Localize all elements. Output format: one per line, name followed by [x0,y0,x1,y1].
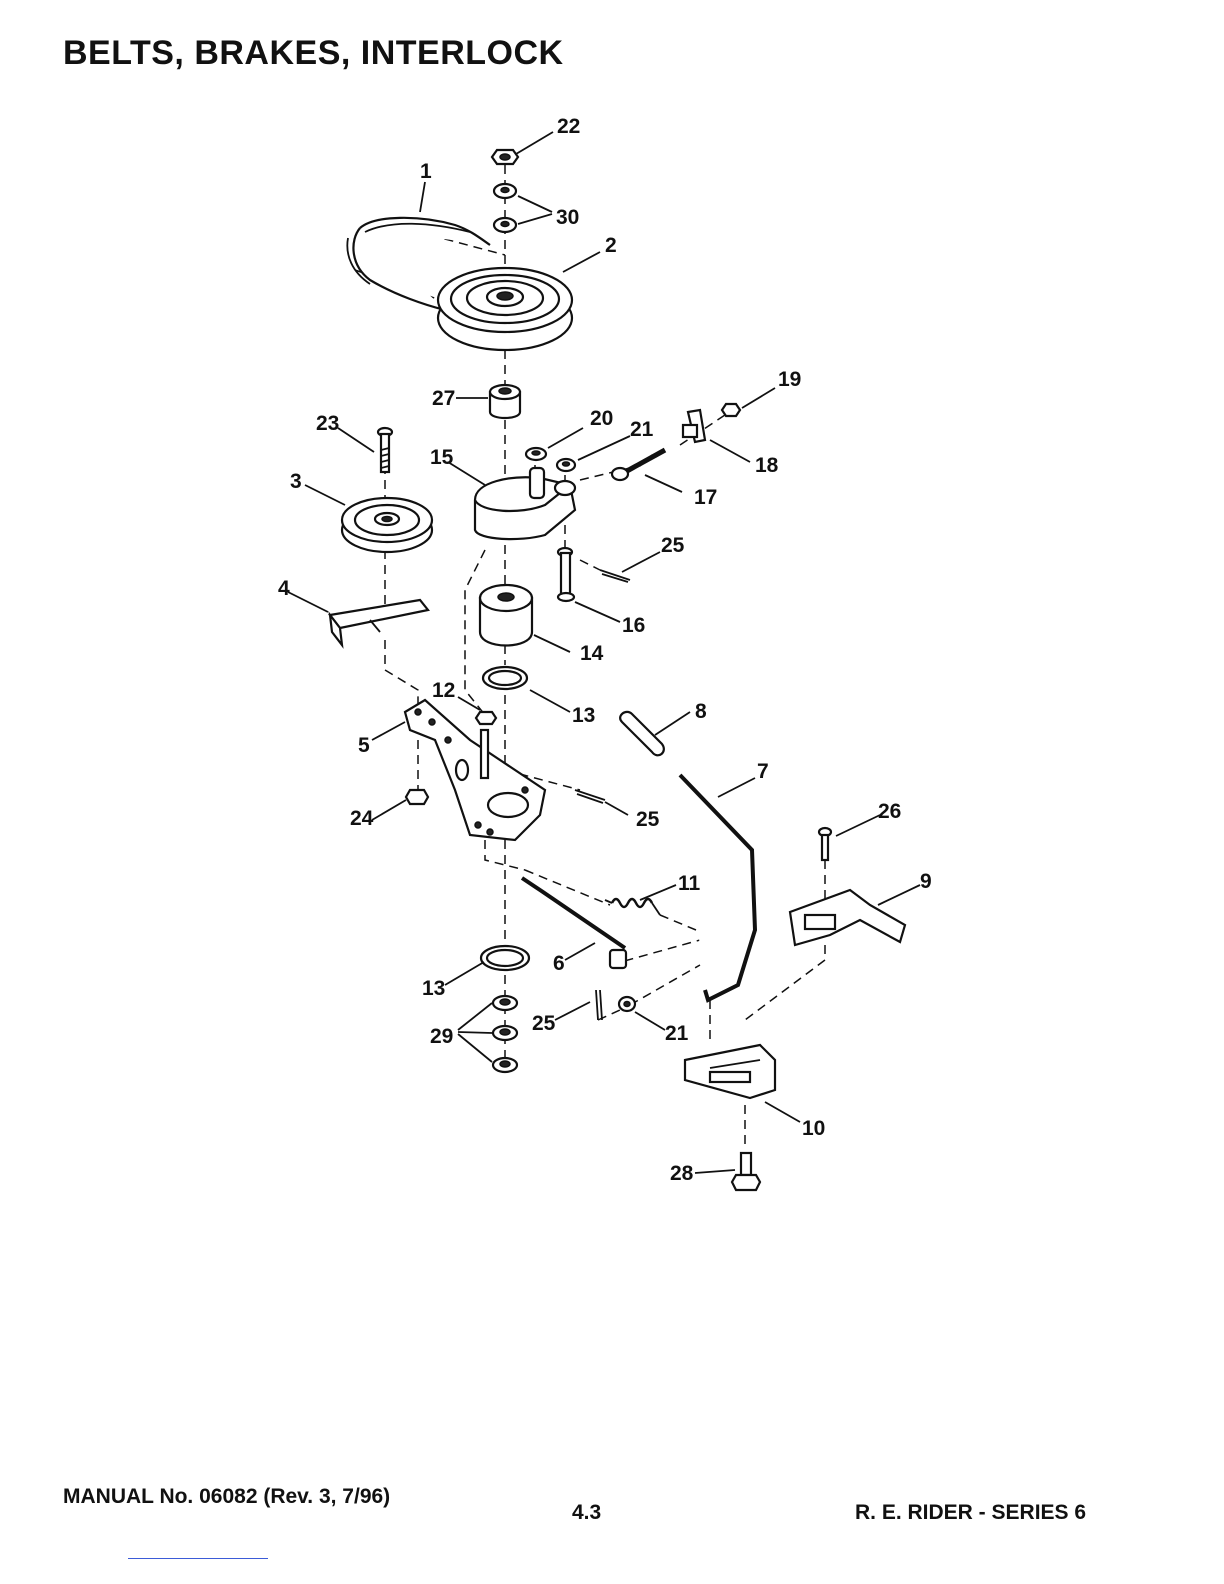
callout-16: 16 [622,614,645,637]
eyebolt-part-17 [612,450,665,480]
callout-18: 18 [755,454,779,477]
nut-part-24 [406,790,428,804]
bracket-part-4 [330,600,428,645]
bracket-part-9 [790,890,905,945]
callout-23: 23 [316,412,339,435]
callout-21-top: 21 [630,418,654,441]
underline-mark [128,1558,268,1559]
callout-25-bottom: 25 [532,1012,556,1035]
callout-30: 30 [556,206,579,229]
callout-14: 14 [580,642,604,665]
large-pulley-part-2 [438,268,572,350]
clip-part-18 [683,410,705,442]
callout-12: 12 [432,679,455,702]
callout-8: 8 [695,700,707,723]
small-pulley-part-3 [342,498,432,552]
nut-part-19 [722,404,740,416]
washers-part-29 [493,996,517,1072]
bracket-part-10 [685,1045,775,1098]
brake-band-part-15 [475,468,575,539]
bolt-part-28 [732,1153,760,1190]
callout-17: 17 [694,486,717,509]
callout-19: 19 [778,368,801,391]
callout-22: 22 [557,115,580,138]
callout-10: 10 [802,1117,825,1140]
callout-27: 27 [432,387,455,410]
bushing-part-27 [490,385,520,418]
nut-part-12 [476,712,496,724]
callout-13-top: 13 [572,704,595,727]
page-number: 4.3 [572,1501,601,1525]
callout-13-bottom: 13 [422,977,445,1000]
washer-part-20 [526,448,546,460]
cotter-pin-part-25-middle [575,790,605,803]
callout-4: 4 [278,577,290,600]
callout-15: 15 [430,446,454,469]
callout-25-top: 25 [661,534,685,557]
callout-28: 28 [670,1162,694,1185]
manual-number: MANUAL No. 06082 (Rev. 3, 7/96) [63,1485,390,1509]
pin-part-16 [558,548,574,601]
callout-25-middle: 25 [636,808,660,831]
callout-9: 9 [920,870,932,893]
brake-bracket-part-5 [405,700,545,840]
callout-5: 5 [358,734,370,757]
callout-3: 3 [290,470,302,493]
washer-part-21-bottom [619,997,635,1011]
callout-6: 6 [553,952,565,975]
screw-part-26 [819,828,831,860]
spring-part-11 [605,899,660,915]
callout-21-bottom: 21 [665,1022,689,1045]
callout-20: 20 [590,407,613,430]
callout-1: 1 [420,160,432,183]
cotter-pin-part-25-bottom [596,990,602,1020]
cotter-pin-part-25-top [600,570,630,582]
retaining-ring-part-13-top [483,667,527,689]
washer-part-21-top [557,459,575,471]
washers-part-30 [494,184,516,232]
callout-7: 7 [757,760,769,783]
callout-11: 11 [678,872,701,895]
retaining-ring-part-13-bottom [481,946,529,970]
nut-part-22 [492,150,518,164]
callout-26: 26 [878,800,901,823]
brake-drum-part-14 [480,585,532,646]
callout-29: 29 [430,1025,453,1048]
callout-2: 2 [605,234,617,257]
bolt-part-23 [378,428,392,472]
callout-24: 24 [350,807,374,830]
series-name: R. E. RIDER - SERIES 6 [855,1501,1086,1525]
